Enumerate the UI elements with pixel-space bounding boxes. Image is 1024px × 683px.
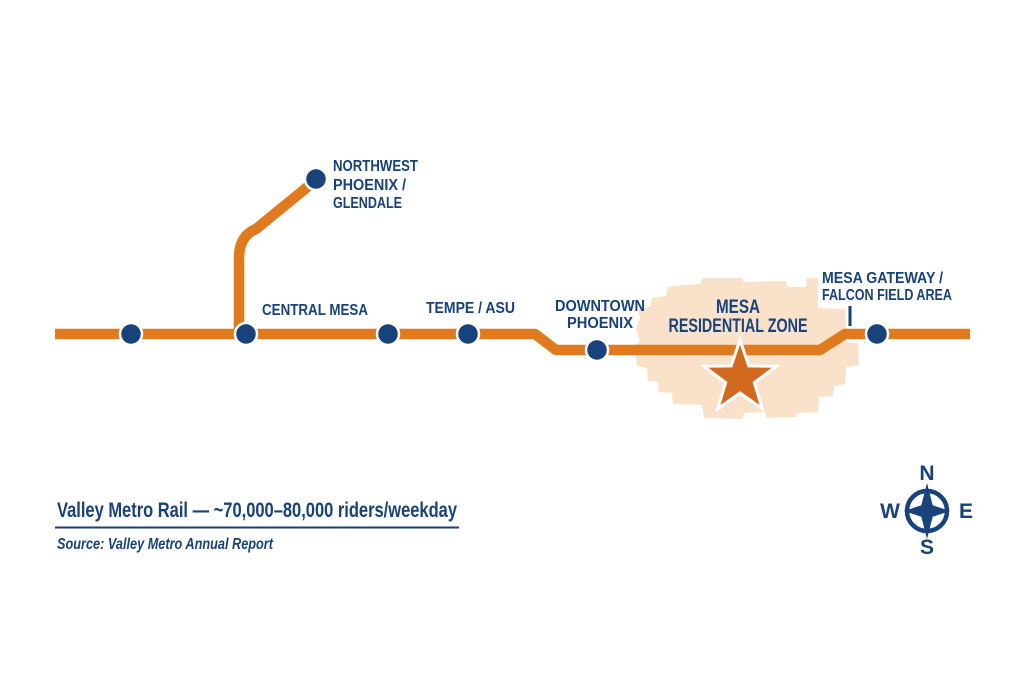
station-dot-northwest-phoenix-glendale bbox=[303, 166, 329, 192]
zone-star-icon bbox=[699, 335, 781, 413]
zone-label-line2: RESIDENTIAL ZONE bbox=[669, 316, 808, 337]
station-label-northwest-phoenix-glendale-line1: NORTHWEST bbox=[333, 158, 418, 175]
station-dot-central-mesa bbox=[233, 321, 259, 347]
station-label-mesa-gateway-line1: MESA GATEWAY / bbox=[822, 270, 943, 287]
station-dot-west-1 bbox=[118, 321, 144, 347]
compass-south-label: S bbox=[920, 536, 934, 559]
compass-east-label: E bbox=[959, 500, 973, 523]
legend: Valley Metro Rail — ~70,000–80,000 rider… bbox=[55, 499, 459, 553]
zone-label-line1: MESA bbox=[716, 297, 760, 318]
station-label-downtown-phoenix-line2: PHOENIX bbox=[567, 315, 633, 332]
station-dot-tempe-asu bbox=[455, 321, 481, 347]
station-dot-mesa-gateway bbox=[864, 321, 890, 347]
station-dots bbox=[118, 166, 890, 363]
station-label-northwest-phoenix-glendale-line2: PHOENIX / bbox=[333, 177, 407, 194]
legend-source: Source: Valley Metro Annual Report bbox=[57, 536, 274, 553]
station-label-mesa-gateway-line2: FALCON FIELD AREA bbox=[822, 287, 952, 304]
zone-labels: MESA RESIDENTIAL ZONE bbox=[669, 297, 808, 337]
rail-line-main bbox=[55, 328, 970, 356]
station-dot-mid-1 bbox=[375, 321, 401, 347]
compass-rose: N E S W bbox=[880, 462, 973, 559]
legend-title: Valley Metro Rail — ~70,000–80,000 rider… bbox=[57, 499, 457, 522]
station-dot-downtown-phoenix bbox=[584, 337, 610, 363]
station-labels: NORTHWEST PHOENIX / GLENDALE CENTRAL MES… bbox=[262, 158, 952, 332]
rail-line-branch bbox=[233, 175, 320, 336]
compass-north-label: N bbox=[919, 462, 934, 485]
compass-star-icon bbox=[904, 483, 950, 539]
station-label-central-mesa: CENTRAL MESA bbox=[262, 302, 368, 319]
station-label-northwest-phoenix-glendale-line3: GLENDALE bbox=[333, 195, 402, 212]
station-label-tempe-asu: TEMPE / ASU bbox=[426, 300, 515, 317]
station-label-downtown-phoenix-line1: DOWNTOWN bbox=[555, 298, 645, 315]
compass-west-label: W bbox=[880, 500, 900, 523]
